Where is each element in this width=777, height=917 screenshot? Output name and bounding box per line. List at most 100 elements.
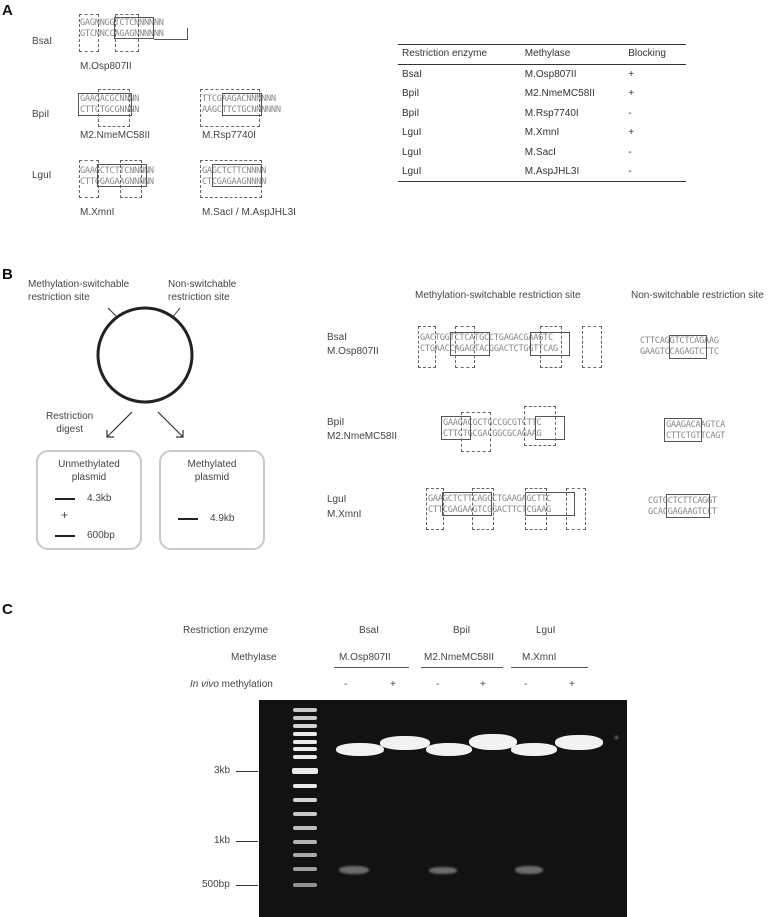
lane-label: - (524, 679, 528, 690)
label-switchable-site: Methylation-switchable restriction site (28, 279, 130, 303)
seq-bpii-1-bottom: CTTCTGCGNNNN (80, 105, 140, 115)
recognition-site-box (442, 492, 492, 516)
ladder-band (293, 840, 317, 844)
methylation-site-box (115, 14, 139, 52)
plus-sign: + (61, 508, 69, 522)
label-restriction-digest: Restriction digest (46, 411, 94, 435)
header-switchable-site: Methylation-switchable restriction site (415, 290, 581, 301)
seq-sw-bpii-bottom: CTTCTGCGACGGCGCAGAAG (443, 429, 542, 439)
table-cell: BpiI (402, 107, 420, 119)
seq-bsai-top: GAGNNGGTCTCNNNNNN (80, 18, 164, 28)
seq-bsai-bottom: GTCNNCCAGAGNNNNNN (80, 29, 164, 39)
gel-band-bpii-plus (469, 734, 517, 750)
gel-band-600bp-lgui (515, 866, 543, 874)
table-row: LguI M.XmnI + (398, 123, 686, 143)
ladder-band (293, 740, 317, 744)
seq-ns-bsai-bottom: GAAGTCCAGAGTCTTC (640, 347, 719, 357)
recognition-site-box (114, 17, 154, 39)
seq-sw-lgui-top: GAAGCTCTTCAGCCTGAAGAGCTTC (428, 494, 552, 504)
table-cell: LguI (398, 162, 521, 182)
seq-sw-bpii-top: GAAGACGCTGCCGCGTCTTC (443, 418, 542, 428)
group-underline (511, 667, 588, 668)
row-enzyme-bpii: BpiI (327, 417, 345, 428)
gel-band-lgui-plus (555, 735, 603, 750)
site-label-bsai: BsaI (32, 36, 53, 47)
table-cell: BsaI (402, 69, 423, 80)
methylation-site-box (98, 89, 130, 127)
seq-bpii-2-bottom: AAGCTTCTGCNNNNNN (202, 105, 281, 115)
lane-group-methylase: M.Osp807II (339, 652, 391, 663)
table-row: BpiI M2.NmeMC58II + (398, 84, 686, 104)
row-methylase-osp807ii: M.Osp807II (327, 346, 379, 357)
ladder-band (293, 853, 317, 857)
marker-3kb: 3kb (214, 765, 231, 776)
marker-tick (236, 885, 258, 886)
band-4-9kb (178, 518, 198, 520)
seq-ns-bpii-top: GAAGACAAGTCA (666, 420, 726, 430)
seq-sw-bsai-top: GACTGGTCTCATGCCTGAGACGAAGTC (420, 333, 553, 343)
table-row: LguI M.AspJHL3I - (398, 162, 686, 182)
seq-ns-bpii-bottom: CTTCTGTTCAGT (666, 431, 726, 441)
seq-bpii-1-top: GAAGACGCNNNN (80, 94, 140, 104)
methylase-osp807ii: M.Osp807II (80, 61, 132, 72)
table-cell: - (628, 146, 632, 158)
recognition-site-box (666, 494, 710, 518)
unmethylated-plasmid-box (36, 450, 142, 550)
methylation-site-box (524, 406, 556, 446)
row-label-in-vivo-methylation: In vivo methylation (190, 679, 273, 690)
table-row: BsaI M.Osp807II + (398, 65, 686, 85)
lane-label: + (569, 679, 575, 690)
recognition-site-box (222, 93, 262, 116)
seq-ns-lgui-bottom: GCACGAGAAGTCCT (648, 507, 717, 517)
marker-tick (236, 771, 258, 772)
recognition-site-box (535, 416, 565, 440)
methylation-site-box (79, 14, 99, 52)
methylase-nmemc58ii: M2.NmeMC58II (80, 130, 151, 141)
methylase-blocking-table: Restriction enzyme Methylase Blocking Bs… (398, 44, 686, 182)
table-cell: LguI (402, 146, 422, 158)
gel-band-600bp-bsai (339, 866, 369, 874)
in-vivo-italic: In vivo (190, 679, 219, 690)
lane-group-methylase: M2.NmeMC58II (424, 652, 495, 663)
group-underline (334, 667, 409, 668)
methylation-site-box (472, 488, 494, 530)
ladder-band (293, 755, 317, 759)
recognition-site-box (97, 164, 147, 187)
seq-lgui-2-top: GAGCTCTTCNNNN (202, 166, 267, 176)
recognition-site-box (669, 335, 707, 359)
methylation-word: methylation (218, 679, 273, 690)
table-cell: LguI (402, 127, 422, 139)
table-cell: M.SacI (524, 146, 556, 158)
row-label-restriction-enzyme: Restriction enzyme (183, 625, 269, 636)
label-4-9kb: 4.9kb (210, 513, 235, 524)
table-cell: M2.NmeMC58II (524, 88, 595, 100)
gel-band-bsai-minus (336, 743, 384, 756)
lane-label: - (344, 679, 348, 690)
band-4-3kb (55, 498, 75, 500)
recognition-site-box (212, 164, 262, 187)
ladder-band (293, 798, 317, 802)
seq-lgui-1-bottom: CTTCGAGAAGNNNNN (80, 177, 154, 187)
table-cell: + (628, 88, 635, 100)
table-row: LguI M.SacI - (398, 143, 686, 163)
ladder-band (293, 724, 317, 728)
methylation-site-box (426, 488, 444, 530)
table-cell: M.Osp807II (524, 69, 577, 80)
seq-ns-lgui-top: CGTGCTCTTCAGGT (648, 496, 717, 506)
table-cell: BpiI (402, 88, 420, 100)
methylated-plasmid-box (159, 450, 265, 550)
table-cell: M.XmnI (524, 127, 560, 139)
methylase-saci-aspjhl3i: M.SacI / M.AspJHL3I (202, 207, 296, 218)
label-unmethylated-plasmid: Unmethylated plasmid (58, 459, 120, 483)
label-methylated-plasmid: Methylated plasmid (187, 459, 237, 483)
table-cell: M.Rsp7740I (524, 107, 579, 119)
methylase-xmni: M.XmnI (80, 207, 115, 218)
methylation-site-box (566, 488, 586, 530)
band-600bp (55, 535, 75, 537)
methylation-site-box (79, 160, 99, 198)
table-header-enzyme: Restriction enzyme (398, 44, 521, 65)
lane-label: - (436, 679, 440, 690)
ladder-band (293, 883, 317, 887)
methylation-site-box (455, 326, 475, 368)
